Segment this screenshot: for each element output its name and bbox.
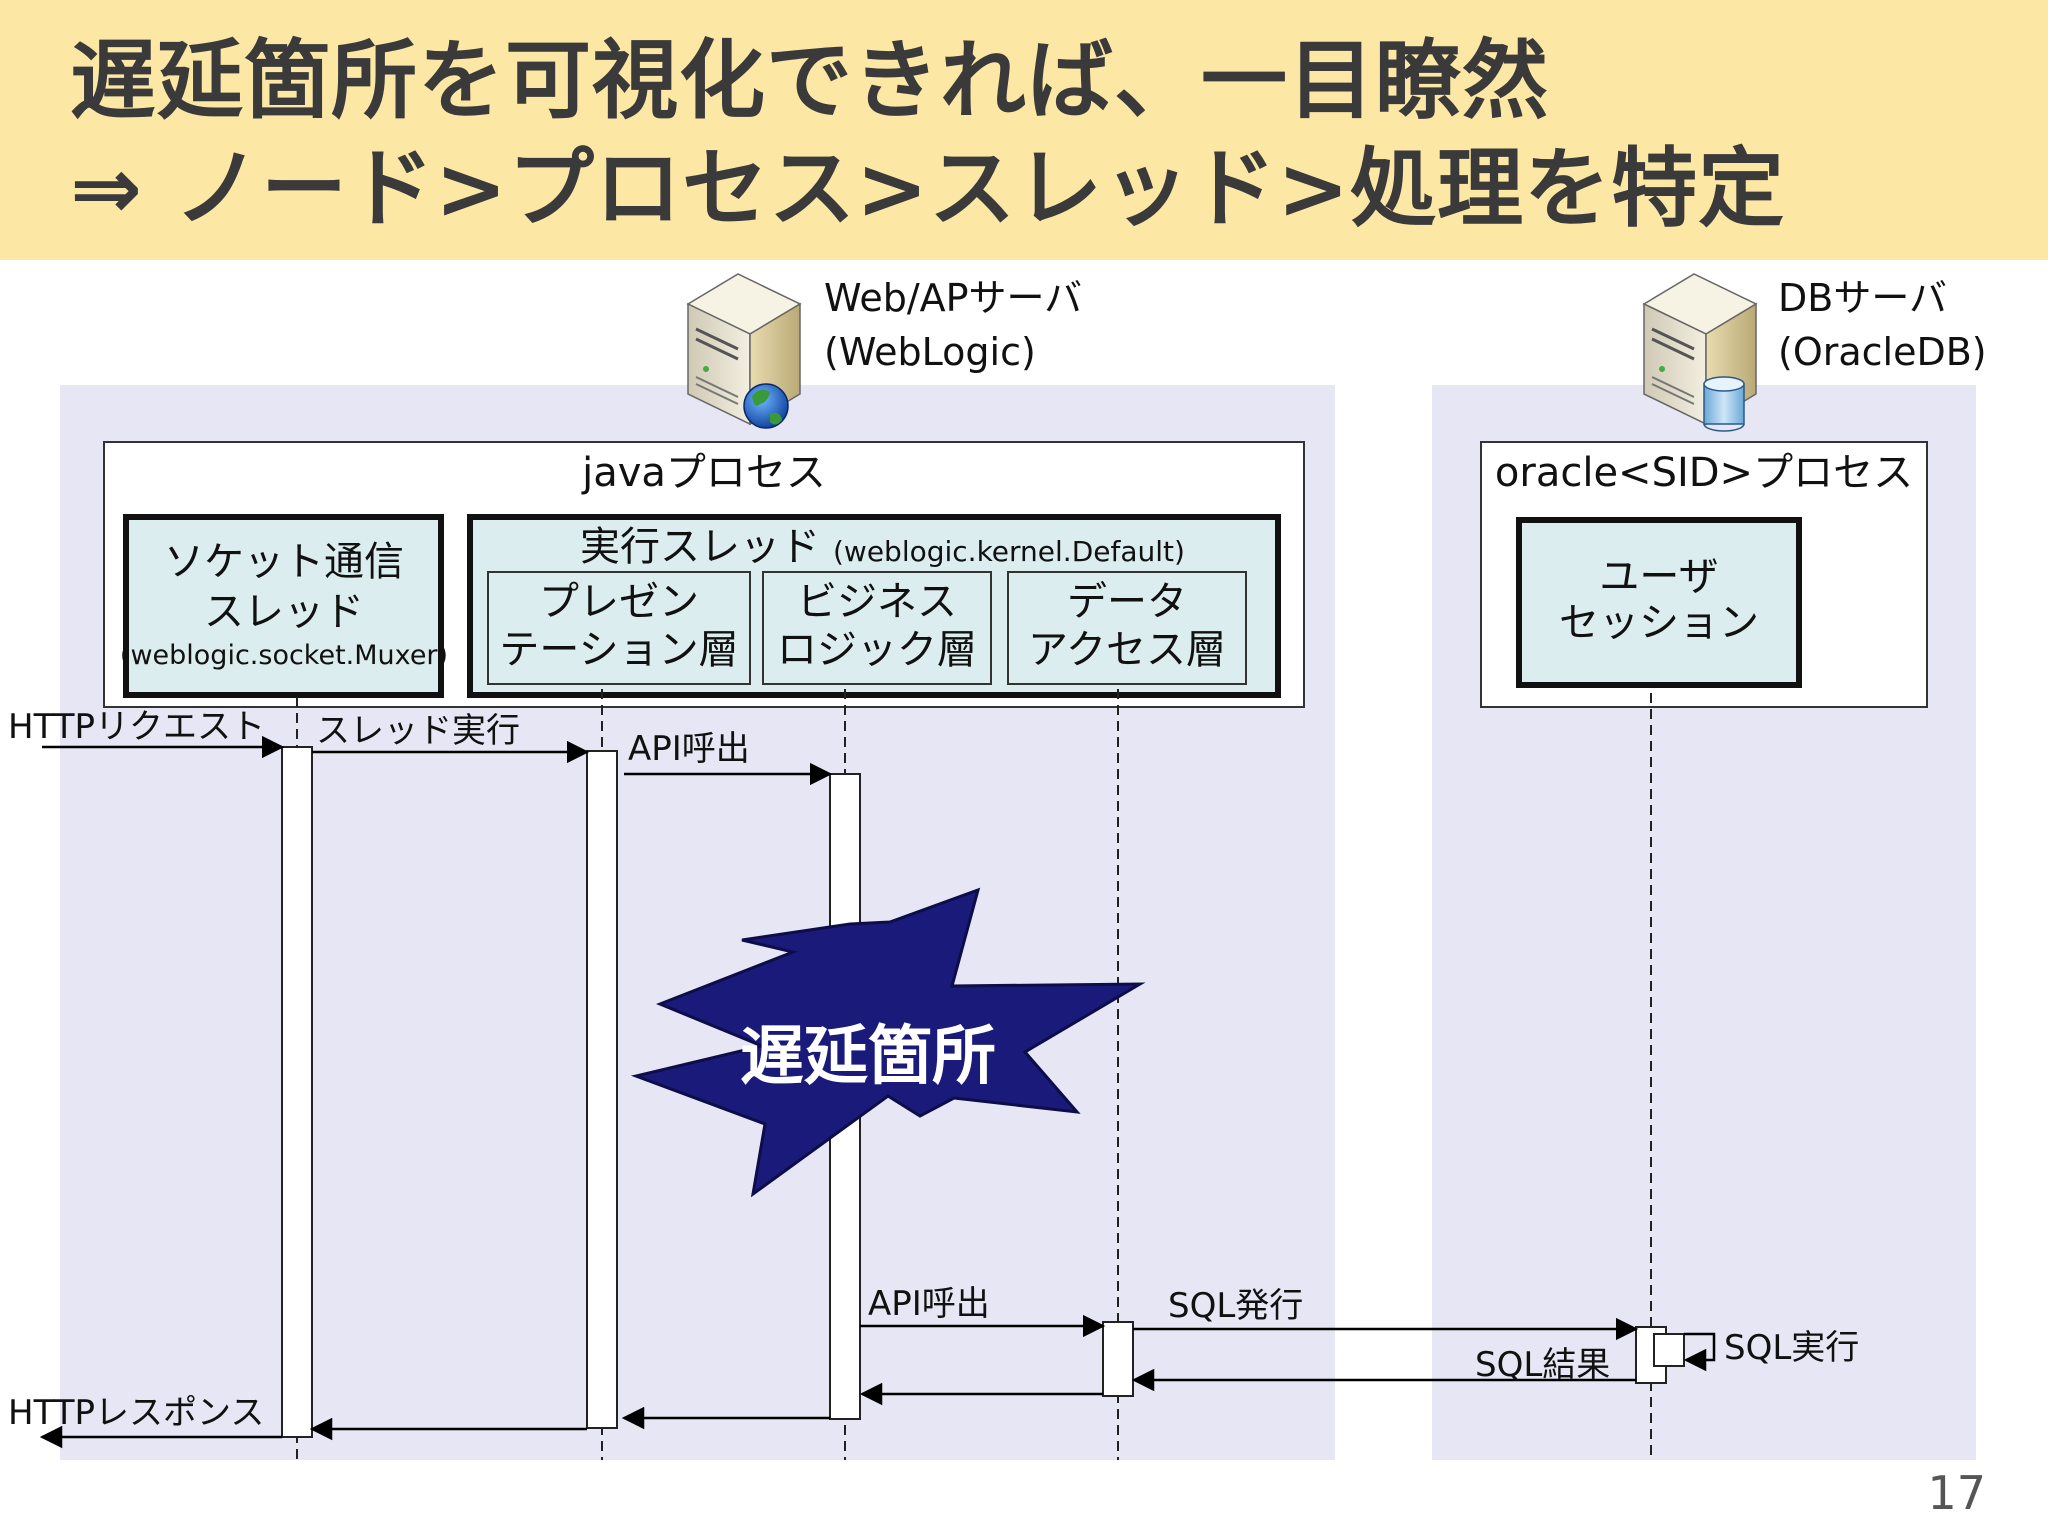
page-number: 17 bbox=[1927, 1466, 1986, 1520]
sql-exec-label: SQL実行 bbox=[1724, 1328, 1859, 1368]
session-activation bbox=[1635, 1326, 1667, 1384]
db-server-sublabel: (OracleDB) bbox=[1778, 330, 1987, 374]
user-session-label: ユーザ bbox=[1599, 554, 1718, 600]
data-access-activation bbox=[1102, 1321, 1134, 1397]
sql-issue-label: SQL発行 bbox=[1168, 1286, 1303, 1326]
presentation-layer-label-2: テーション層 bbox=[499, 627, 738, 673]
user-session-label-2: セッション bbox=[1559, 600, 1759, 646]
business-layer-box bbox=[762, 571, 992, 685]
data-access-layer-label: データ bbox=[1067, 579, 1187, 625]
delay-burst bbox=[630, 887, 1146, 1198]
db-server-label: DBサーバ bbox=[1778, 276, 1947, 320]
data-access-layer-box bbox=[1007, 571, 1247, 685]
user-session-box bbox=[1516, 517, 1802, 688]
oracle-process-label: oracle<SID>プロセス bbox=[1495, 450, 1913, 496]
api-call-2-label: API呼出 bbox=[868, 1284, 990, 1324]
server-globe-icon bbox=[686, 273, 802, 429]
server-database-icon bbox=[1642, 273, 1758, 432]
http-response-label: HTTPレスポンス bbox=[8, 1393, 264, 1433]
socket-thread-label: ソケット通信 bbox=[164, 539, 404, 585]
thread-exec-label: スレッド実行 bbox=[316, 711, 520, 751]
business-layer-label-2: ロジック層 bbox=[777, 627, 977, 673]
slide-title-line-1: 遅延箇所を可視化できれば、一目瞭然 bbox=[70, 31, 1549, 131]
sql-exec-activation bbox=[1653, 1333, 1685, 1367]
sql-result-label: SQL結果 bbox=[1475, 1345, 1610, 1385]
delay-burst-label: 遅延箇所 bbox=[740, 1020, 996, 1094]
java-process-label: javaプロセス bbox=[581, 450, 826, 496]
sql-exec-arrow bbox=[1683, 1332, 1716, 1372]
presentation-activation bbox=[586, 750, 618, 1429]
presentation-layer-label: プレゼン bbox=[539, 579, 699, 625]
data-access-layer-label-2: アクセス層 bbox=[1028, 627, 1226, 673]
socket-thread-sublabel: (weblogic.socket.Muxer) bbox=[120, 640, 448, 671]
exec-thread-sublabel: (weblogic.kernel.Default) bbox=[833, 535, 1185, 568]
exec-thread-label: 実行スレッド bbox=[580, 524, 820, 570]
presentation-layer-box bbox=[487, 571, 751, 685]
http-request-label: HTTPリクエスト bbox=[8, 707, 265, 747]
api-call-1-label: API呼出 bbox=[628, 729, 750, 769]
title-bar: 遅延箇所を可視化できれば、一目瞭然 ⇒ ノード>プロセス>スレッド>処理を特定 bbox=[0, 0, 2048, 260]
socket-thread-label-2: スレッド bbox=[204, 589, 364, 635]
socket-thread-activation bbox=[281, 746, 313, 1438]
web-server-sublabel: (WebLogic) bbox=[824, 330, 1036, 374]
business-layer-label: ビジネス bbox=[797, 579, 957, 625]
web-server-label: Web/APサーバ bbox=[824, 276, 1082, 320]
socket-thread-box bbox=[123, 514, 444, 698]
slide-title-line-2: ⇒ ノード>プロセス>スレッド>処理を特定 bbox=[70, 139, 1786, 239]
